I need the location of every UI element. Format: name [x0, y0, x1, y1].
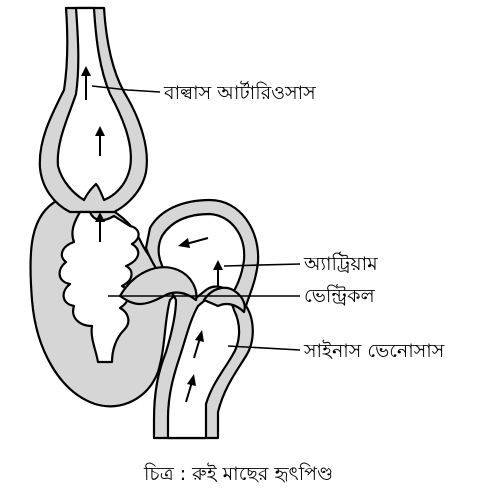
- sinu-atrial-valve: [202, 286, 246, 314]
- diagonal-arrow-icon: [185, 374, 196, 403]
- label-ventricle: ভেন্ট্রিকল: [304, 284, 376, 307]
- up-arrow-icon: [213, 260, 223, 286]
- label-bulbus-arteriosus: বাল্বাস আর্টারিওসাস: [163, 81, 316, 104]
- sinus-leader-line: [227, 345, 301, 351]
- bulbus-cavity: [56, 6, 132, 202]
- ventricle-cavity: [58, 210, 140, 364]
- label-atrium: অ্যাট্রিয়াম: [303, 252, 378, 275]
- up-arrow-icon: [95, 212, 105, 242]
- bulbus-leader-line: [91, 85, 161, 93]
- up-arrow-icon: [81, 66, 91, 100]
- atrium-leader-line: [223, 263, 301, 267]
- left-arrow-icon: [178, 237, 209, 248]
- up-arrow-icon: [95, 126, 105, 156]
- atrio-ventricular-valve: [118, 266, 198, 306]
- label-sinus-venosus: সাইনাস ভেনোসাস: [303, 340, 445, 362]
- diagonal-arrow-icon: [193, 330, 204, 359]
- figure-caption: চিত্র : রুই মাছের হৃৎপিণ্ড: [143, 463, 333, 485]
